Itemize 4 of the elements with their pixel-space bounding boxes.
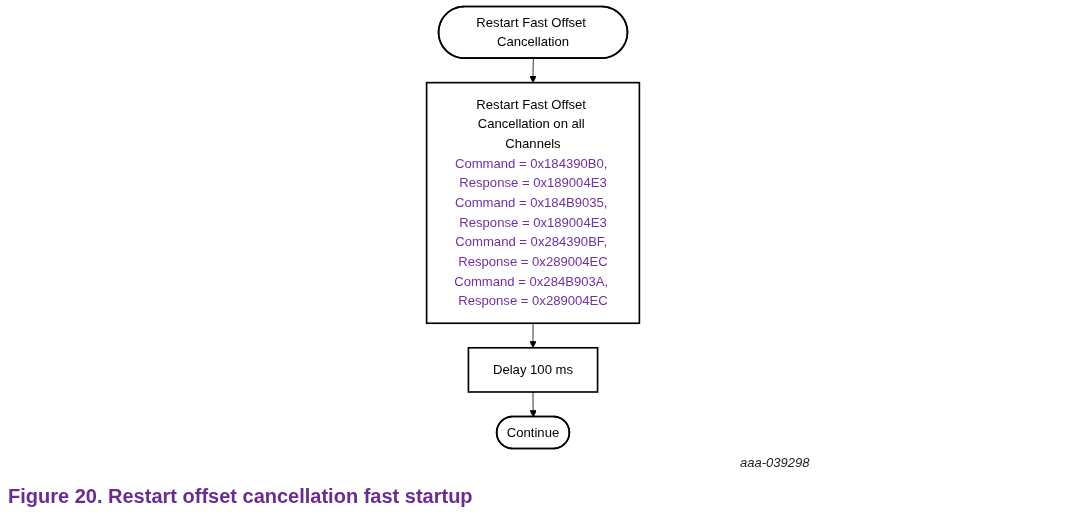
- figure-caption: Figure 20. Restart offset cancellation fast startup: [8, 485, 473, 508]
- node-box: Restart Fast Offset Cancellation on all Channels Command = 0x184390B0, Response = 0x189004E3 Command = 0x184B9035, Response = 0x189004E3 Command = 0x284390BF, Response = 0x289004EC Command = 0x284B903A, Response = 0x289004EC: [425, 81, 641, 325]
- node-box: Delay 100 ms: [467, 347, 599, 393]
- figure-id: aaa-039298: [740, 455, 810, 470]
